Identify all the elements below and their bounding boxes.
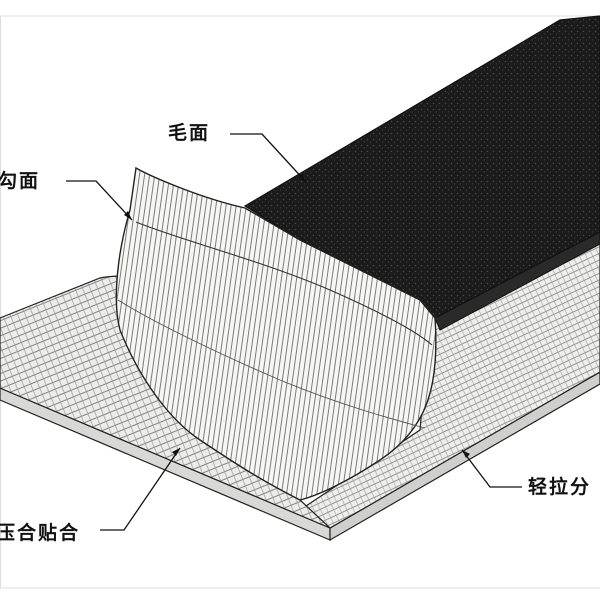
leader-peel-arrow: [462, 450, 470, 458]
leader-hook: [66, 180, 133, 221]
label-peel-apart: 轻拉分: [528, 476, 592, 498]
leader-hook-arrow: [124, 211, 132, 220]
label-press-bond: 压合贴合: [0, 522, 81, 544]
leader-loop: [230, 133, 307, 183]
leader-peel: [461, 449, 522, 488]
leader-press: [100, 447, 181, 531]
label-loop-face: 毛面: [168, 122, 211, 144]
hook-face: [115, 166, 437, 501]
loop-face-edge: [434, 231, 600, 331]
label-hook-face: 勾面: [0, 170, 41, 192]
leader-loop-arrow: [298, 174, 306, 182]
image-border: [0, 15, 600, 589]
leader-press-arrow: [172, 448, 180, 456]
hook-fold-line: [117, 299, 426, 429]
hook-fringe: [135, 221, 433, 346]
